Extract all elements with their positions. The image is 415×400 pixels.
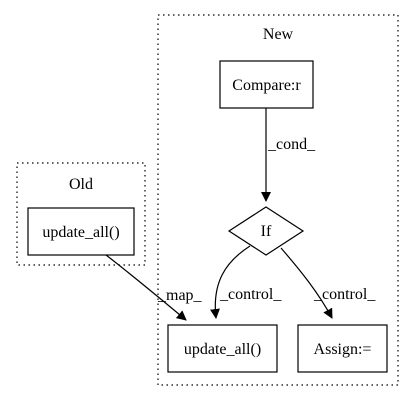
node-if[interactable]: If [227,206,305,256]
edge-map: _map_ [105,254,203,321]
edge-control-left-line [210,245,251,319]
edge-cond-label: _cond_ [267,136,316,153]
node-assign-box [297,324,388,373]
node-update-old-box [27,207,135,256]
node-update-new[interactable]: update_all() [167,324,278,373]
edge-map-line [105,254,187,321]
edge-control-right-label: _control_ [313,286,376,303]
edge-control-left: _control_ [210,245,282,319]
node-compare-label: Compare:r [232,77,301,94]
cluster-old: Old [16,162,146,266]
node-update-new-box [167,324,278,373]
node-update-old-label: update_all() [42,224,119,241]
cluster-new: New [157,14,399,386]
node-compare-box [219,60,314,109]
node-compare[interactable]: Compare:r [219,60,314,109]
edge-control-right: _control_ [280,247,376,319]
edge-map-label: _map_ [157,287,203,304]
node-update-new-label: update_all() [184,341,261,358]
node-assign-label: Assign:= [314,341,372,358]
node-if-diamond [227,206,305,256]
edge-control-left-label: _control_ [219,286,282,303]
cluster-new-border [157,14,399,386]
node-assign[interactable]: Assign:= [297,324,388,373]
cluster-new-label: New [263,26,294,43]
edge-control-right-line [280,247,333,319]
edge-cond: _cond_ [261,108,316,202]
cluster-old-label: Old [69,176,93,193]
node-if-label: If [261,223,272,240]
node-update-old[interactable]: update_all() [27,207,135,256]
